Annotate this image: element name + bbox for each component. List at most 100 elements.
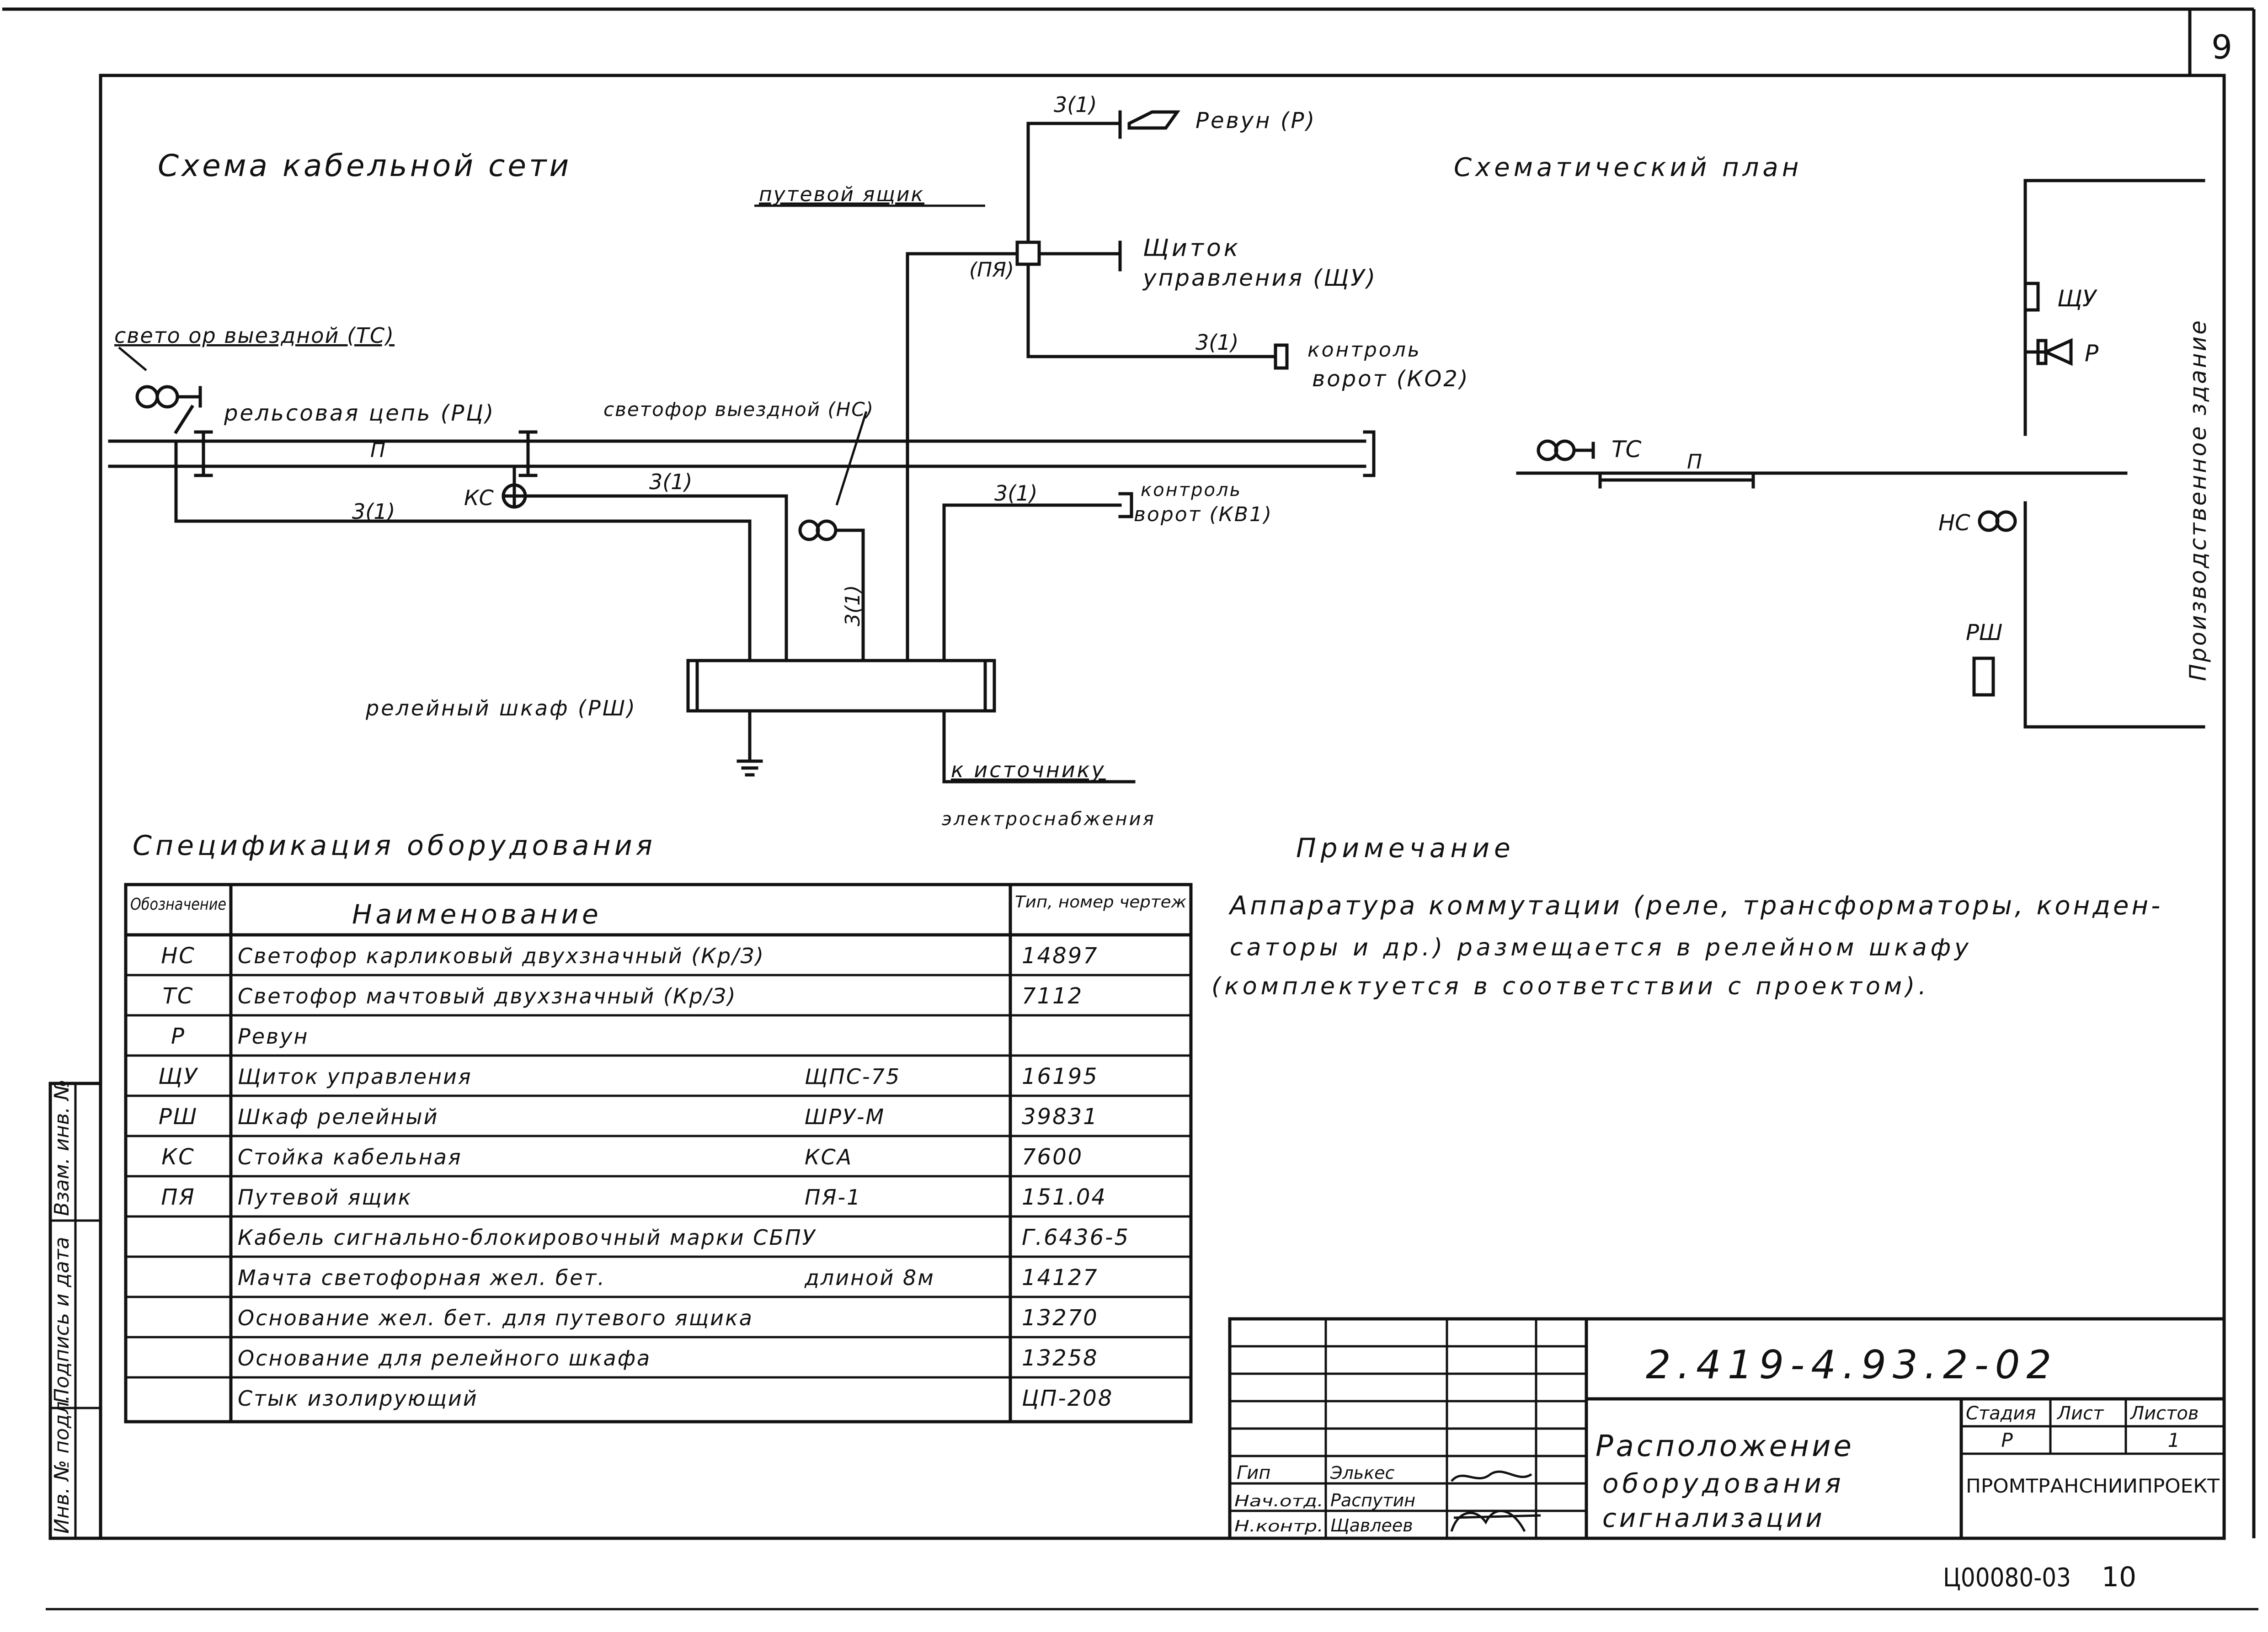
spec-cell-code: КС xyxy=(161,1144,195,1170)
label-cable-revun: 3(1) xyxy=(1054,92,1097,117)
signal-mast-ts-icon xyxy=(135,385,202,434)
label-track: П xyxy=(370,439,385,462)
cable-network-diagram xyxy=(108,110,1376,784)
label-cable-ko2: 3(1) xyxy=(1195,330,1238,355)
label-signal-exit-dwarf: светофор выездной (НС) xyxy=(603,398,874,421)
label-cable-stand: КС xyxy=(464,485,494,510)
label-signal-exit-mast: свето ор выездной (ТС) xyxy=(114,323,395,348)
signal-dwarf-ns-icon xyxy=(798,519,865,662)
label-power-2: электроснабжения xyxy=(942,809,1156,830)
stamp-role-gip: Гип xyxy=(1237,1462,1270,1483)
label-track-box: путевой ящик xyxy=(759,183,924,206)
stamp-name-control: Щавлеев xyxy=(1330,1515,1413,1536)
spec-cell-type: 13258 xyxy=(1022,1345,1099,1371)
spec-row: НС Светофор карликовый двухзначный (Кр/З)… xyxy=(161,943,1099,969)
side-sign-date: Подпись и дата xyxy=(50,1237,74,1403)
plan-label-revun: Р xyxy=(2085,340,2099,367)
spec-header-type: Тип, номер чертеж xyxy=(1015,893,1187,912)
spec-row: ТС Светофор мачтовый двухзначный (Кр/З) 71… xyxy=(163,983,1083,1009)
spec-cell-code: Р xyxy=(171,1024,186,1049)
stamp-sheets-header: Листов xyxy=(2129,1403,2199,1424)
label-revun: Ревун (Р) xyxy=(1195,108,1316,133)
label-relay-cabinet: релейный шкаф (РШ) xyxy=(365,696,637,720)
plan-label-signal-dwarf: НС xyxy=(1938,510,1970,536)
spec-row: Основание жел. бет. для путевого ящика 13… xyxy=(238,1305,1099,1331)
side-replace-inv: Взам. инв. № xyxy=(50,1079,74,1216)
spec-cell-type: 14897 xyxy=(1022,943,1099,969)
sheet-frame xyxy=(2,7,2258,1611)
spec-cell-code: НС xyxy=(161,943,196,969)
side-inv: Инв. № подл. xyxy=(50,1395,74,1534)
spec-cell-model: КСА xyxy=(805,1145,853,1169)
spec-cell-type: 16195 xyxy=(1022,1064,1099,1089)
note-line-3: (комплектуется в соответствии с проектом… xyxy=(1211,973,1930,1000)
title-spec: Спецификация оборудования xyxy=(133,830,656,862)
spec-cell-name: Путевой ящик xyxy=(238,1185,412,1210)
spec-cell-type: 7112 xyxy=(1022,983,1083,1009)
plan-label-relay-cabinet: РШ xyxy=(1966,620,2002,645)
spec-cell-code: ТС xyxy=(163,983,194,1009)
label-cable-kv1: 3(1) xyxy=(994,481,1037,506)
label-gate-ko2-2: ворот (КО2) xyxy=(1312,366,1470,392)
spec-cell-model: ШРУ-М xyxy=(805,1104,885,1129)
label-gate-kv1-2: ворот (КВ1) xyxy=(1134,503,1273,526)
spec-cell-model: длиной 8м xyxy=(804,1265,935,1290)
spec-cell-type: 14127 xyxy=(1022,1265,1099,1291)
spec-cell-type: 39831 xyxy=(1022,1104,1099,1130)
label-gate-kv1-1: контроль xyxy=(1141,480,1242,501)
spec-cell-name: Светофор карликовый двухзначный (Кр/З) xyxy=(238,944,765,968)
spec-cell-name: Кабель сигнально-блокировочный марки СБП… xyxy=(238,1225,816,1250)
stamp-stage-header: Стадия xyxy=(1966,1403,2036,1424)
label-rail-circuit: рельсовая цепь (РЦ) xyxy=(224,400,495,426)
plan-label-panel: ЩУ xyxy=(2057,285,2098,312)
label-cable-ns: 3(1) xyxy=(841,585,865,626)
stamp-title-1: Расположение xyxy=(1596,1429,1854,1463)
spec-cell-type: 151.04 xyxy=(1022,1184,1107,1210)
stamp-org: ПРОМТРАНСНИИПРОЕКТ xyxy=(1966,1475,2220,1497)
spec-cell-name: Щиток управления xyxy=(238,1064,472,1089)
label-panel-2: управления (ЩУ) xyxy=(1142,265,1377,291)
schematic-plan xyxy=(1516,179,2205,729)
stamp-role-head: Нач.отд. xyxy=(1234,1492,1323,1510)
relay-cabinet-icon xyxy=(686,659,996,713)
spec-cell-name: Стык изолирующий xyxy=(238,1386,478,1411)
spec-table xyxy=(124,883,1193,1424)
stamp-role-control: Н.контр. xyxy=(1234,1517,1323,1536)
spec-table-rows: НС Светофор карликовый двухзначный (Кр/З)… xyxy=(158,943,1128,1411)
stamp-sheet-header: Лист xyxy=(2056,1403,2104,1424)
spec-cell-model: ЩПС-75 xyxy=(805,1064,901,1089)
spec-row: Р Ревун xyxy=(171,1024,309,1049)
spec-row: Кабель сигнально-блокировочный марки СБП… xyxy=(238,1225,1128,1250)
bottom-page: 10 xyxy=(2102,1561,2136,1593)
plan-label-signal-mast: ТС xyxy=(1612,436,1642,463)
label-panel-1: Щиток xyxy=(1143,235,1241,262)
label-cable-rc: 3(1) xyxy=(352,499,395,524)
note-line-2: саторы и др.) размещается в релейном шка… xyxy=(1230,934,1972,961)
spec-cell-name: Светофор мачтовый двухзначный (Кр/З) xyxy=(238,984,737,1008)
spec-cell-type: ЦП-208 xyxy=(1022,1386,1113,1411)
title-schematic-plan: Схематический план xyxy=(1454,153,1802,182)
side-stamp: Взам. инв. № Подпись и дата Инв. № подл. xyxy=(48,1079,102,1540)
insulating-joints xyxy=(194,430,538,477)
spec-cell-type: 13270 xyxy=(1022,1305,1099,1331)
note-line-1: Аппаратура коммутации (реле, трансформат… xyxy=(1228,891,2163,921)
cable-stand-ks-icon xyxy=(502,464,527,509)
spec-cell-name: Ревун xyxy=(238,1024,309,1049)
plan-label-track: П xyxy=(1687,450,1702,474)
stamp-title-3: сигнализации xyxy=(1602,1504,1825,1533)
spec-header-code: Обозначение xyxy=(130,895,226,914)
spec-cell-name: Шкаф релейный xyxy=(238,1104,439,1129)
label-cable-ks: 3(1) xyxy=(649,469,692,494)
stamp-sheets-value: 1 xyxy=(2168,1429,2180,1451)
note-heading: Примечание xyxy=(1296,832,1515,864)
stamp-name-gip: Элькес xyxy=(1330,1463,1395,1483)
spec-row: Стык изолирующий ЦП-208 xyxy=(238,1386,1113,1411)
spec-cell-name: Основание жел. бет. для путевого ящика xyxy=(238,1306,753,1330)
